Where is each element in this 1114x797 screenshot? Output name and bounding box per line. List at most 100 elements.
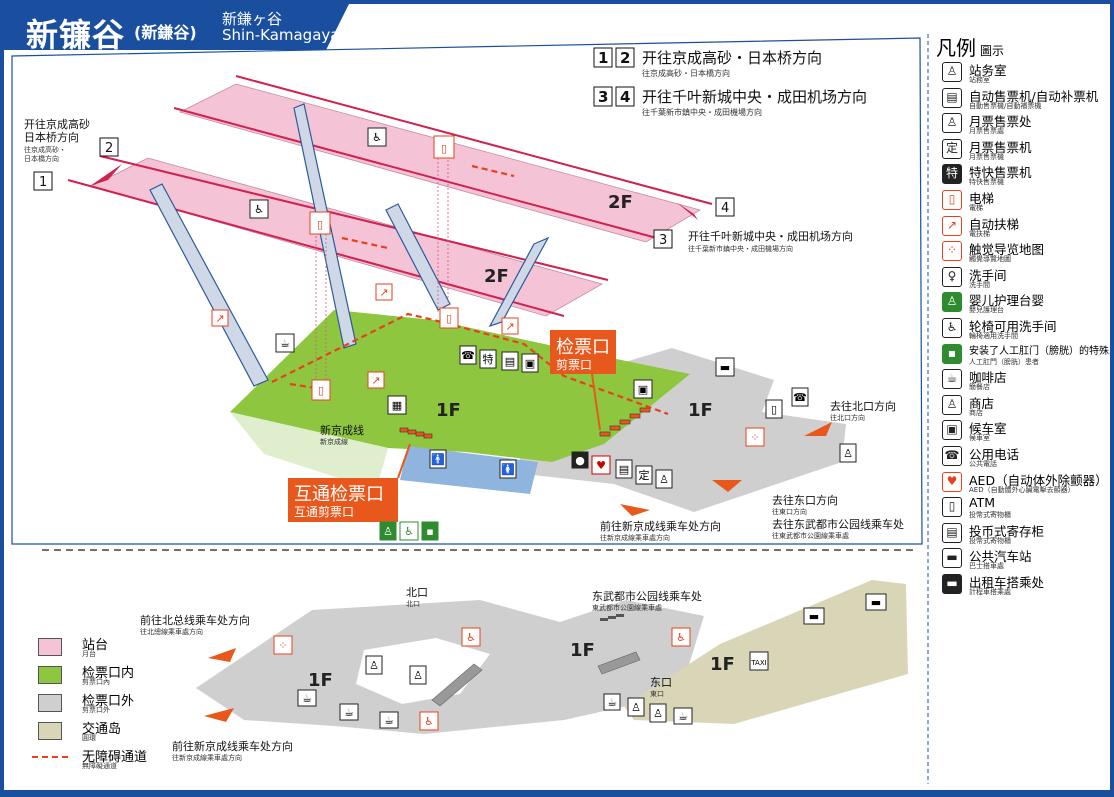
east-exit-arrow — [712, 480, 742, 492]
accessible-route-swatch — [32, 756, 68, 758]
svg-text:2: 2 — [620, 49, 630, 67]
bottom-facility-icons: ⁘ ♙ ♙ ☕ ☕ ☕ ♿ ♿ ♿ ☕ ♙ ♙ ☕ TAXI ▬ ▬ — [273, 593, 887, 731]
ticket-gate-box — [550, 330, 616, 374]
north-exit-zh: 去往北口方向 — [830, 399, 896, 413]
track-2: 2 — [105, 141, 113, 156]
svg-text:▯: ▯ — [441, 142, 447, 155]
svg-text:▬: ▬ — [720, 361, 730, 374]
zone-label: 交通岛 — [82, 722, 122, 737]
legend-label: 洗手间 — [969, 267, 1007, 283]
hokuso-zh: 前往北总线乘车处方向 — [140, 613, 250, 627]
legend-item: ♙商店商店 — [942, 393, 1110, 417]
floor-1f-bm: 1F — [570, 640, 595, 661]
title-banner — [4, 4, 349, 50]
svg-text:▯: ▯ — [446, 312, 452, 325]
zone-sublabel: 圓環 — [82, 734, 96, 742]
svg-text:▣: ▣ — [638, 383, 648, 396]
dir-left-zh1: 开往京成高砂 — [24, 117, 90, 131]
svg-text:♿: ♿ — [676, 631, 686, 644]
svg-text:☎: ☎ — [461, 349, 475, 362]
zone-item: 检票口外剪票口外 — [30, 690, 210, 716]
east-exit-sub: 往東口方向 — [772, 507, 807, 516]
legend-sublabel: 人工肛門（膀胱）患者 — [969, 357, 1039, 366]
legend-label: 月票售票机 — [969, 139, 1032, 155]
svg-text:特: 特 — [483, 352, 494, 366]
title-bar: 新镰谷 (新鎌谷) 新鎌ヶ谷 Shin-Kamagaya — [4, 4, 1110, 54]
svg-text:↗: ↗ — [379, 286, 388, 299]
svg-text:↗: ↗ — [505, 320, 514, 333]
station-floor-map: 2F 2F 1F 1F 1 2 3 4 1 2 3 4 开往京成高砂・日本桥方向… — [4, 4, 929, 784]
svg-text:▣: ▣ — [525, 357, 535, 370]
zone-sublabel: 剪票口外 — [82, 706, 110, 714]
stairs-bottom — [431, 651, 641, 707]
dir-12-sub: 往京成高砂・日本橋方向 — [642, 68, 730, 78]
legend-label: 商店 — [969, 395, 995, 411]
svg-text:♙: ♙ — [659, 473, 669, 486]
legend-label: 公用电话 — [969, 447, 1020, 462]
main-gate-stripes — [599, 407, 651, 437]
elevator-shafts — [315, 154, 449, 386]
legend-title: 凡例圖示 — [936, 36, 1005, 60]
svg-text:定: 定 — [639, 468, 650, 482]
legend-sublabel: 站務室 — [969, 76, 990, 84]
legend-sublabel: 投幣式寄物櫃 — [969, 511, 1011, 520]
legend-sublabel: 觸覺導覽地圖 — [969, 255, 1011, 264]
track-badges: 1 2 3 4 — [33, 137, 735, 249]
svg-text:▯: ▯ — [317, 218, 323, 231]
legend-sublabel: 候車室 — [969, 434, 990, 443]
zone-item: 无障碍通道無障礙通道 — [30, 746, 210, 772]
shinkeisei-zh: 新京成线 — [320, 423, 364, 437]
track-1: 1 — [39, 175, 47, 190]
baby-changing-icon: ♙ — [942, 292, 962, 313]
north-sub: 北口 — [406, 600, 420, 608]
legend-sublabel: 公共電話 — [969, 460, 997, 468]
tobu-bus-sub: 往東武都市公園線乘車處 — [772, 531, 849, 540]
east-zh: 东口 — [650, 676, 672, 689]
hokuso-arrow — [208, 648, 236, 662]
legend-sublabel: AED（自動體外心臟電擊去顫器） — [969, 485, 1075, 494]
svg-text:▯: ▯ — [318, 384, 324, 397]
legend-sublabel: 簡餐店 — [969, 383, 990, 392]
legend-sublabel: 自動售票機/自動補票機 — [969, 101, 1042, 110]
station-name-en: Shin-Kamagaya — [222, 26, 340, 44]
station-name-jp: 新鎌ヶ谷 — [222, 10, 283, 28]
commuter-pass-machine-icon: 定 — [942, 138, 962, 159]
transfer-gate-box — [288, 478, 398, 522]
svg-text:♙: ♙ — [413, 669, 423, 682]
svg-text:☕: ☕ — [607, 696, 617, 709]
track-3: 3 — [659, 233, 667, 248]
legend-sublabel: 輪椅適用洗手間 — [969, 332, 1018, 340]
legend-sublabel: 投幣式寄物櫃 — [969, 536, 1011, 545]
track-4: 4 — [721, 201, 729, 216]
svg-text:4: 4 — [620, 88, 630, 106]
legend-item: ♀洗手间洗手間 — [942, 265, 1110, 289]
waiting-room-icon: ▣ — [942, 420, 962, 441]
wheelchair-toilet-icon: ♿ — [942, 318, 962, 338]
zone-item: 交通岛圓環 — [30, 718, 210, 744]
svg-text:▤: ▤ — [619, 463, 629, 476]
legend-item: ▣候车室候車室 — [942, 418, 1110, 442]
legend-label: 电梯 — [969, 191, 995, 206]
legend-sublabel: 特快售票機 — [969, 178, 1004, 187]
svg-text:♥: ♥ — [596, 459, 606, 472]
legend-sublabel: 嬰兒護理台 — [969, 306, 1004, 315]
legend-sublabel: 電梯 — [969, 204, 983, 212]
svg-text:♙: ♙ — [653, 707, 663, 720]
zone-sublabel: 剪票口內 — [82, 678, 110, 686]
ostomate-icon: ▪ — [942, 343, 962, 364]
svg-text:♿: ♿ — [254, 203, 264, 216]
ticket-gate-sub: 剪票口 — [556, 357, 592, 372]
zone-label: 检票口外 — [82, 694, 135, 709]
legend-item: ♙婴儿护理台婴嬰兒護理台 — [942, 290, 1110, 314]
legend-item: ⁘触觉导览地图觸覺導覽地圖 — [942, 239, 1110, 263]
legend-item: ♙月票售票处月票售票處 — [942, 111, 1110, 135]
svg-text:☎: ☎ — [793, 391, 807, 404]
legend-item: ☕咖啡店簡餐店 — [942, 367, 1110, 391]
svg-text:▪: ▪ — [426, 525, 433, 538]
north-zh: 北口 — [406, 586, 428, 599]
map-outline — [11, 37, 923, 545]
svg-text:☕: ☕ — [678, 710, 688, 723]
bottom-shinkeisei-sub: 往新京成線乘車處方向 — [172, 753, 242, 762]
svg-text:☕: ☕ — [384, 714, 394, 727]
